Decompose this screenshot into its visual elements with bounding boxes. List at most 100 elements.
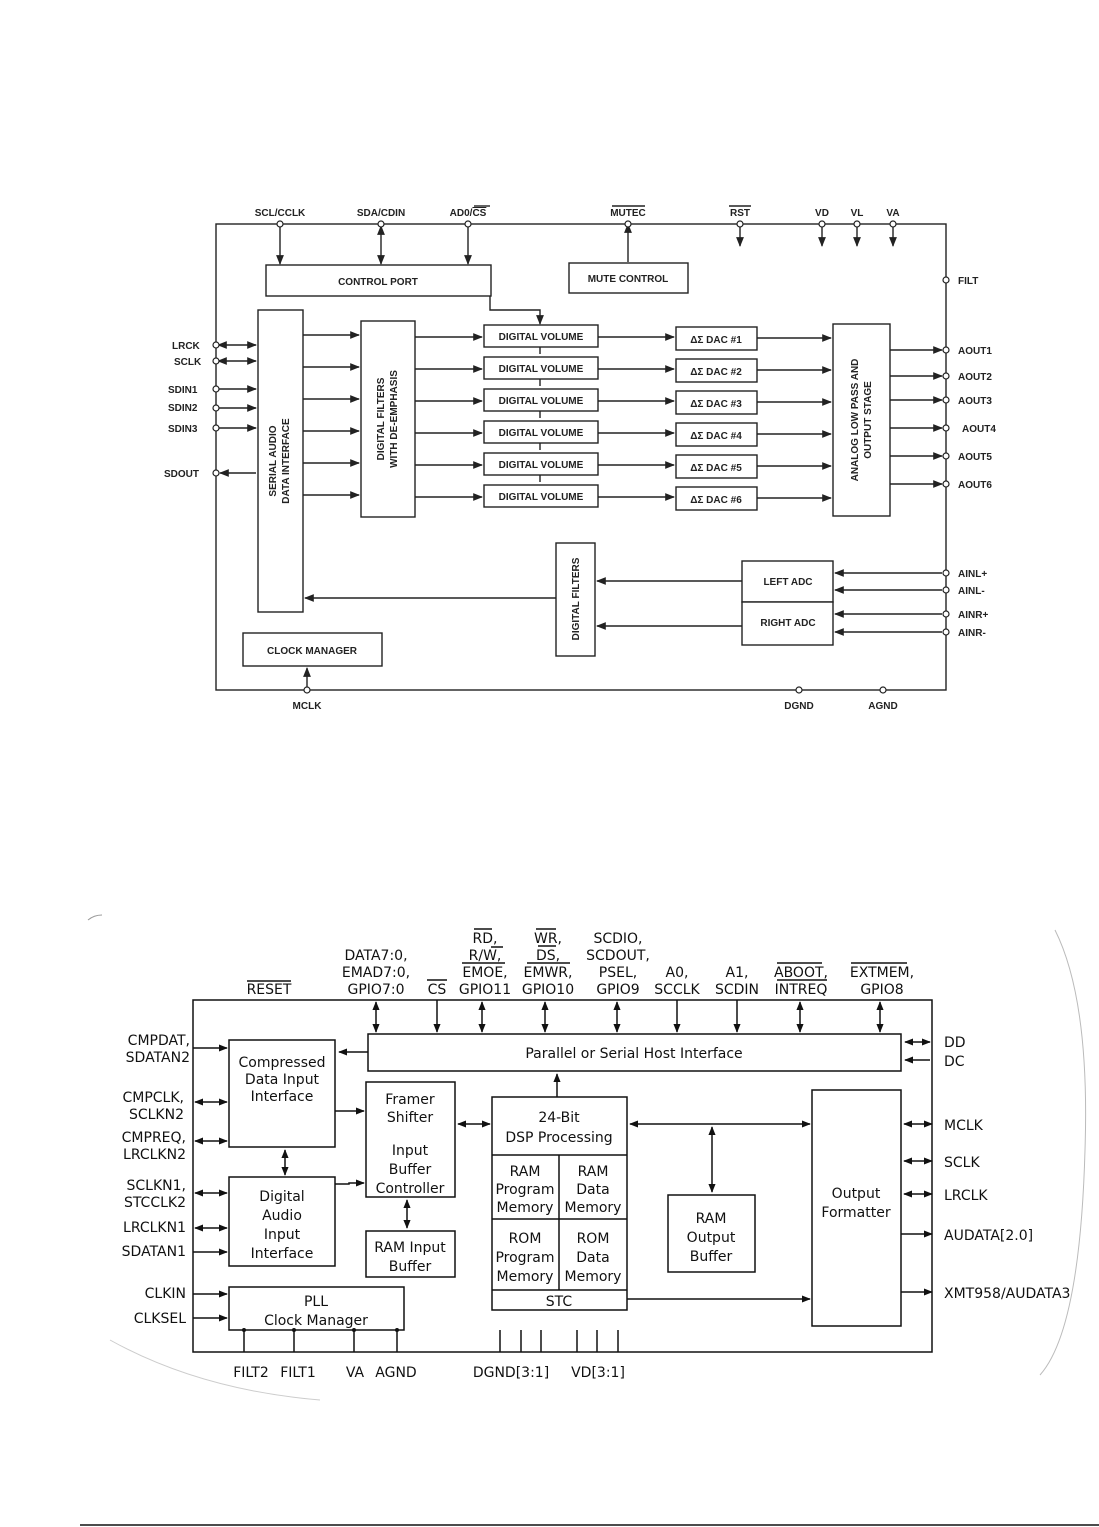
adc-digital-filters-block [555,542,596,657]
analog-label-2: OUTPUT STAGE [863,381,874,459]
pin-cmpclk-l2: SCLKN2 [129,1107,184,1123]
volume-row-6: DIGITAL VOLUME ΔΣ DAC #6 [415,484,832,511]
pin-sc-l3: PSEL, [599,965,637,981]
ram-prog-l2: Program [495,1182,554,1198]
digital-filters-label-2: WITH DE-EMPHASIS [389,370,400,468]
pin-sda-cdin: SDA/CDIN [357,208,405,219]
pin-mclk-2: MCLK [944,1118,984,1134]
stc-label: STC [546,1294,573,1310]
output-formatter-l1: Output [832,1186,881,1202]
compressed-l2: Data Input [245,1072,320,1088]
digital-audio-input-block [228,1176,336,1267]
pin-ainl-minus: AINL- [958,586,985,597]
pin-cmpreq-l2: LRCLKN2 [123,1147,186,1163]
pin-agnd-2: AGND [375,1365,416,1381]
pin-cmpclk-l1: CMPCLK, [122,1090,184,1106]
volume-row-2: DIGITAL VOLUME ΔΣ DAC #2 [415,356,832,383]
pin-data-l1: DATA7:0, [344,948,407,964]
pin-aout2: AOUT2 [958,372,992,383]
volume-row-3: DIGITAL VOLUME ΔΣ DAC #3 [415,388,832,415]
digital-audio-l4: Interface [251,1246,314,1262]
pin-a0-l2: SCCLK [654,982,700,998]
framer-l2: Shifter [387,1110,433,1126]
pin-aboot-l2: INTREQ [775,982,828,998]
pin-agnd: AGND [868,701,897,712]
digital-volume-label: DIGITAL VOLUME [499,460,584,471]
chip-outline-2 [192,999,933,1353]
rom-data-l1: ROM [577,1231,610,1247]
pin-xmt958: XMT958/AUDATA3 [944,1286,1070,1302]
dac-label: ΔΣ DAC #5 [690,463,742,474]
pin-wr-l4: GPIO10 [522,982,574,998]
digital-audio-l1: Digital [259,1189,304,1205]
pin-vl: VL [851,208,864,219]
digital-volume-block [483,388,599,412]
digital-volume-label: DIGITAL VOLUME [499,396,584,407]
adc-digital-filters-label: DIGITAL FILTERS [571,557,582,640]
diagram-2: RESET DATA7:0, EMAD7:0, GPIO7:0 CS RD, R… [87,914,1087,1401]
pin-aboot-l1: ABOOT, [774,965,828,981]
pin-aout6: AOUT6 [958,480,992,491]
digital-volume-label: DIGITAL VOLUME [499,428,584,439]
pin-sclkn1-l2: STCCLK2 [124,1195,186,1211]
pin-filt: FILT [958,276,978,287]
clock-manager-label: CLOCK MANAGER [267,646,358,657]
pin-mclk: MCLK [293,701,323,712]
rom-data-l2: Data [576,1250,609,1266]
pin-filt1: FILT1 [280,1365,316,1381]
pin-sdin2: SDIN2 [168,403,198,414]
pin-ext-l1: EXTMEM, [850,965,914,981]
pin-sc-l2: SCDOUT, [586,948,650,964]
rom-data-l3: Memory [565,1269,622,1285]
compressed-l3: Interface [251,1089,314,1105]
pin-wr-l2: DS, [536,948,560,964]
dac-label: ΔΣ DAC #4 [690,431,742,442]
control-port-label: CONTROL PORT [338,277,418,288]
pin-rst: RST [730,208,750,219]
pin-sdout: SDOUT [164,469,199,480]
digital-volume-block [483,420,599,444]
pin-ainl-plus: AINL+ [958,569,987,580]
volume-row-4: DIGITAL VOLUME ΔΣ DAC #4 [415,420,832,447]
pin-sc-l1: SCDIO, [593,931,642,947]
pin-vd-bus: VD[3:1] [571,1365,625,1381]
pin-clksel: CLKSEL [134,1311,186,1327]
pin-va: VA [346,1365,365,1381]
analog-label-1: ANALOG LOW PASS AND [850,359,861,482]
digital-volume-label: DIGITAL VOLUME [499,492,584,503]
pin-sclkn1-l1: SCLKN1, [127,1178,186,1194]
serial-audio-label-1: SERIAL AUDIO [268,425,279,496]
pin-cmpdat-l2: SDATAN2 [126,1050,190,1066]
pin-scl-cclk: SCL/CCLK [255,208,306,219]
pin-a1-l1: A1, [726,965,749,981]
pin-lrclk: LRCLK [944,1188,988,1204]
pin-data-l3: GPIO7:0 [348,982,405,998]
pin-aout4: AOUT4 [962,424,996,435]
pin-ainr-minus: AINR- [958,628,986,639]
pin-dgnd: DGND [784,701,813,712]
pin-sdatan1: SDATAN1 [122,1244,186,1260]
dsp-l1: 24-Bit [538,1110,580,1126]
framer-l5: Controller [376,1181,445,1197]
digital-volume-label: DIGITAL VOLUME [499,332,584,343]
pin-ainr-plus: AINR+ [958,610,988,621]
pin-lrclkn1: LRCLKN1 [123,1220,186,1236]
dac-label: ΔΣ DAC #3 [690,399,742,410]
framer-l1: Framer [385,1092,435,1108]
pin-rd-l4: GPIO11 [459,982,511,998]
pin-dd: DD [944,1035,966,1051]
dsp-l2: DSP Processing [505,1130,612,1146]
pin-dgnd-bus: DGND[3:1] [473,1365,549,1381]
pin-filt2: FILT2 [233,1365,269,1381]
pin-reset: RESET [247,982,292,998]
rom-prog-l3: Memory [497,1269,554,1285]
pin-va: VA [886,208,899,219]
output-formatter-block [811,1089,902,1327]
host-interface-label: Parallel or Serial Host Interface [525,1046,742,1062]
pin-sdin1: SDIN1 [168,385,198,396]
pin-clkin: CLKIN [145,1286,186,1302]
pin-dc: DC [944,1054,965,1070]
pin-mutec: MUTEC [610,208,646,219]
right-adc-label: RIGHT ADC [760,618,815,629]
ram-data-l3: Memory [565,1200,622,1216]
